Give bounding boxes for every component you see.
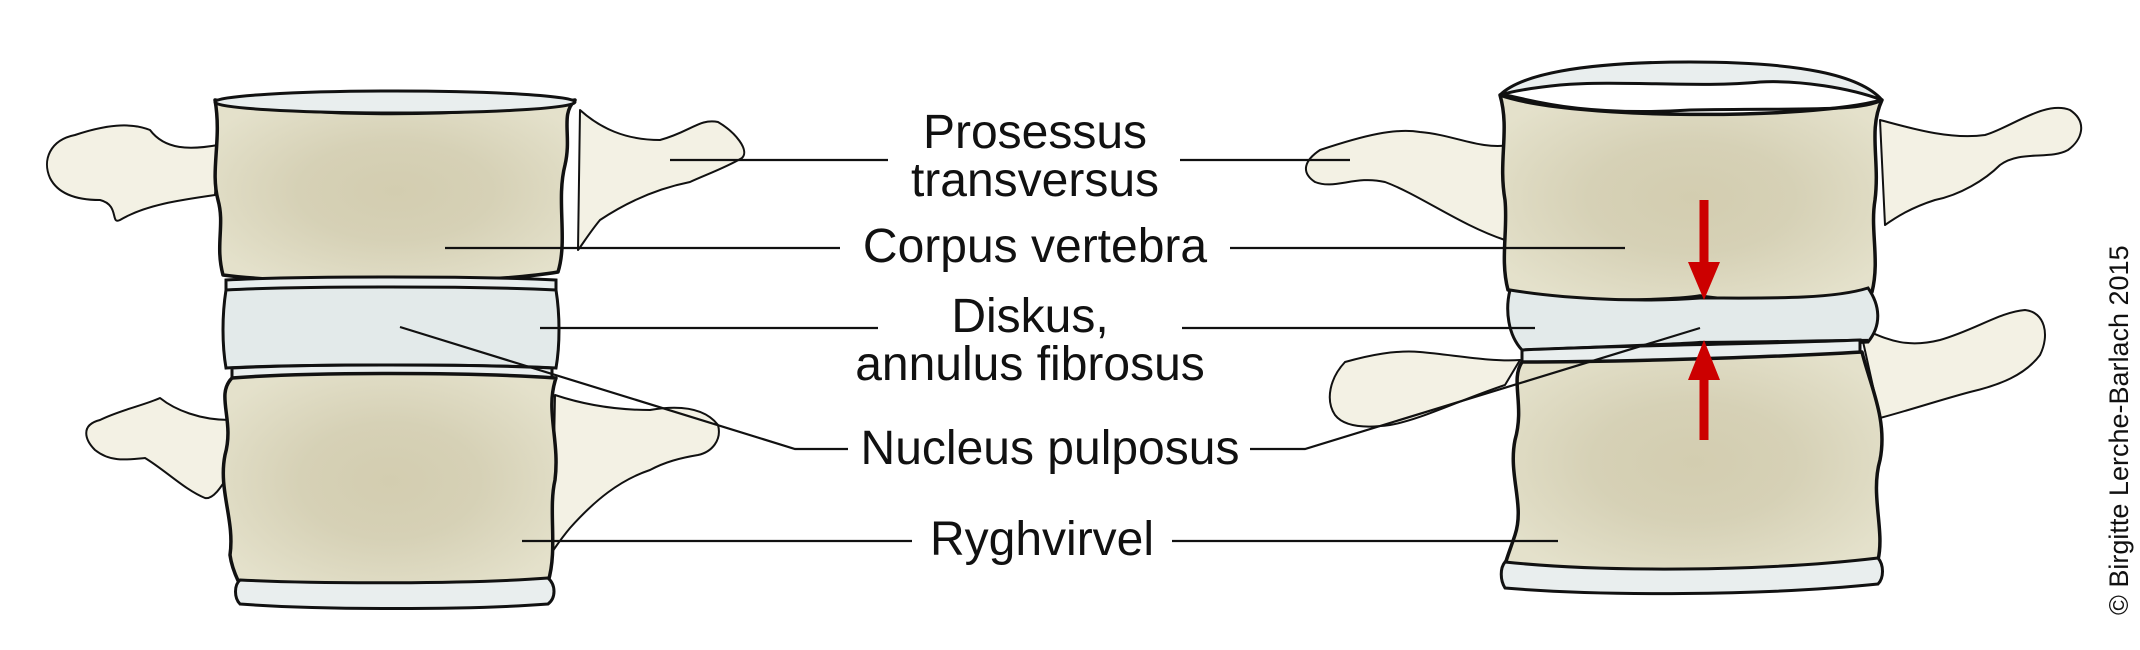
left-lower-transverse-process-right	[551, 394, 720, 553]
label-nucleus-pulposus: Nucleus pulposus	[861, 422, 1240, 475]
compression-arrow-up-head	[1688, 340, 1720, 380]
label-processus-transversus-line2: transversus	[911, 154, 1159, 207]
labels: Prosessus transversus Corpus vertebra Di…	[855, 106, 1239, 566]
left-lower-transverse-process-left	[85, 397, 233, 500]
left-lower-endplate-bottom	[234, 576, 556, 610]
label-corpus-vertebra: Corpus vertebra	[863, 220, 1207, 273]
right-upper-body-top-face	[1498, 60, 1884, 102]
compression-arrows	[1688, 200, 1720, 440]
label-ryghvirvel: Ryghvirvel	[930, 513, 1154, 566]
label-diskus-line1: Diskus,	[951, 290, 1108, 343]
right-lower-endplate-bottom	[1499, 556, 1884, 596]
left-upper-transverse-process-right	[577, 109, 746, 251]
copyright-credit: © Birgitte Lerche-Barlach 2015	[2104, 245, 2134, 615]
leader-lines	[399, 158, 1701, 543]
right-lower-transverse-process-right	[1859, 309, 2046, 419]
label-diskus-line2: annulus fibrosus	[855, 338, 1205, 391]
left-upper-transverse-process-left	[46, 124, 219, 222]
right-upper-vertebral-body	[1498, 93, 1884, 303]
healthy-spine-segment	[46, 89, 746, 610]
label-processus-transversus-line1: Prosessus	[923, 106, 1147, 159]
leader-nucleus-right	[1250, 326, 1701, 451]
left-intervertebral-disc	[221, 285, 561, 370]
right-upper-transverse-process-left	[1305, 129, 1511, 241]
compression-arrow-down-head	[1688, 262, 1720, 300]
leader-nucleus-left	[399, 325, 848, 451]
left-upper-vertebral-body	[213, 98, 577, 284]
right-lower-transverse-process-left	[1328, 350, 1521, 428]
left-upper-endplate-top	[213, 89, 577, 115]
left-lower-vertebral-body	[221, 371, 558, 591]
right-lower-vertebral-body	[1503, 350, 1884, 574]
right-upper-transverse-process-right	[1879, 107, 2082, 226]
